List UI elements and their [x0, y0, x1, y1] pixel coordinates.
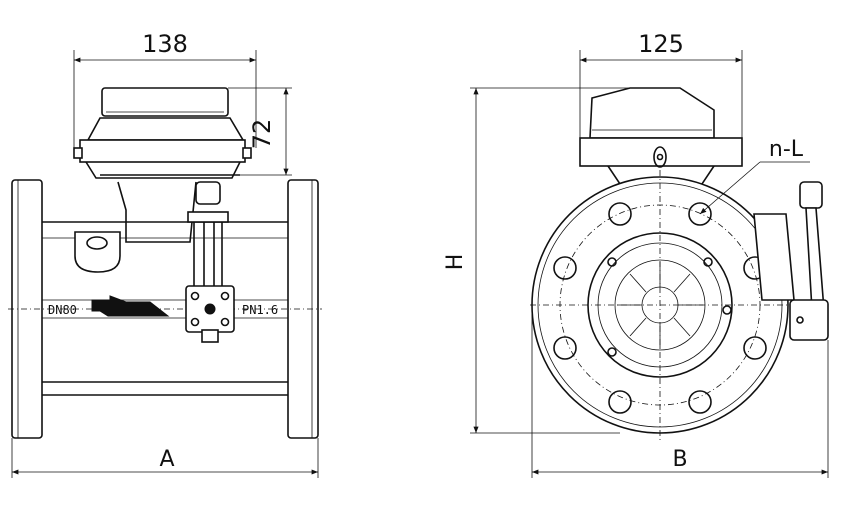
- register-body: [79, 139, 246, 163]
- flow-arrow-icon: [91, 295, 170, 317]
- register-cover: [86, 117, 245, 141]
- dim-138-label: 138: [142, 30, 188, 58]
- bolt-hole: [553, 336, 577, 360]
- bolt-hole: [743, 336, 767, 360]
- handle-knob: [195, 181, 221, 205]
- pressure-boss: [74, 231, 121, 273]
- dim-72-label: 72: [248, 119, 276, 150]
- nominal-diameter-label: DN80: [48, 303, 77, 317]
- bolt-hole: [608, 390, 632, 414]
- bolt-hole: [688, 390, 712, 414]
- side-clamp: [789, 299, 829, 341]
- bolt-holes-label: n-L: [769, 137, 804, 162]
- register-lid: [101, 87, 229, 117]
- dim-125-label: 125: [638, 30, 684, 58]
- front-view: n-L 125 H B: [443, 30, 829, 478]
- front-register-cover: [589, 87, 715, 139]
- dim-H-label: H: [443, 254, 468, 271]
- bolt-hole: [688, 202, 712, 226]
- dim-B-label: B: [672, 447, 687, 472]
- bolt-hole: [608, 202, 632, 226]
- side-handle-knob: [799, 181, 823, 209]
- side-housing: [753, 213, 795, 301]
- bolt-hole: [553, 256, 577, 280]
- side-view: DN80 PN1.6 138 72 A: [8, 30, 322, 478]
- dim-A-label: A: [159, 447, 174, 472]
- front-register-body: [579, 137, 743, 167]
- pressure-rating-label: PN1.6: [242, 303, 278, 317]
